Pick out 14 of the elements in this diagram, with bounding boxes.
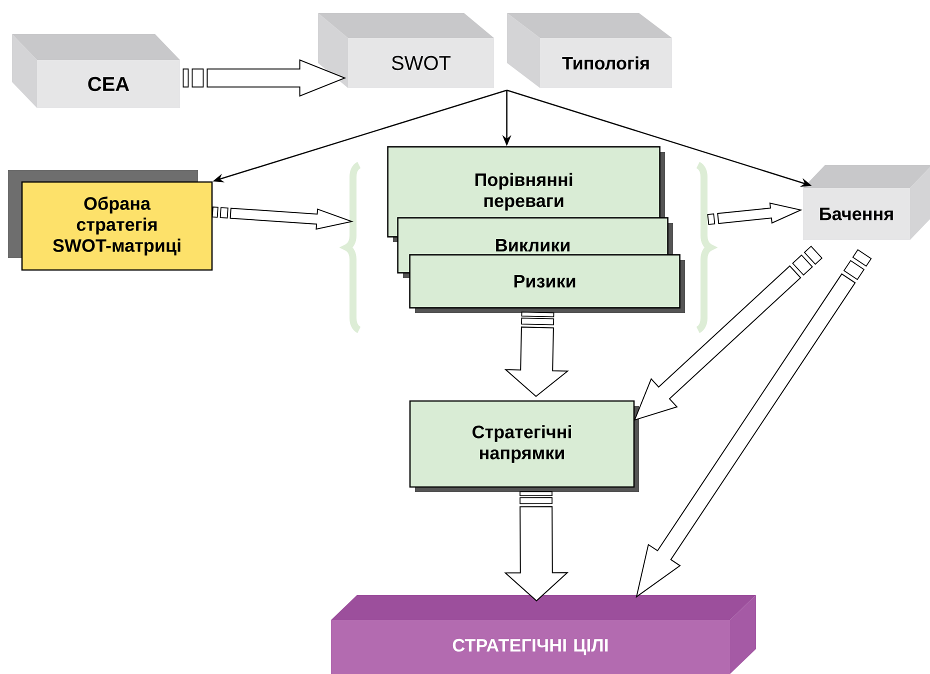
- block-box: Бачення: [803, 165, 930, 240]
- process-box: Обрана стратегія SWOT-матриці: [8, 170, 213, 271]
- block-arrow: [504, 491, 569, 602]
- block-box: CEA: [12, 34, 180, 108]
- goal-bar: СТРАТЕГІЧНІ ЦІЛІ: [331, 595, 756, 674]
- block-arrow: [636, 249, 872, 598]
- process-box: Стратегічні напрямки: [409, 400, 639, 492]
- block-arrow: [504, 312, 569, 397]
- block-arrow: [707, 202, 802, 225]
- block-arrow: [182, 59, 346, 97]
- block-box: SWOT: [318, 13, 494, 88]
- process-box: Ризики: [409, 254, 685, 313]
- block-box: Типологія: [507, 13, 672, 88]
- block-arrow: [212, 206, 354, 230]
